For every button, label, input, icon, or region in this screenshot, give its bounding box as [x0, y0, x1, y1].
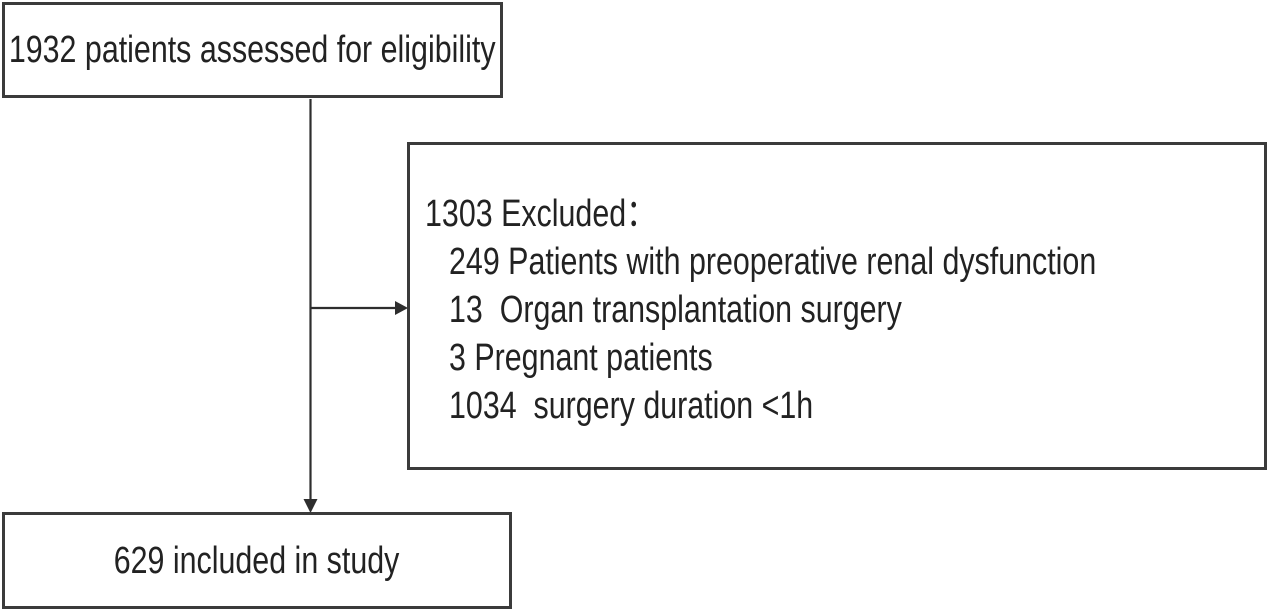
excluded-box: 1303 Excluded： 249 Patients with preoper…: [407, 142, 1267, 470]
included-box: 629 included in study: [2, 512, 512, 609]
excluded-header-text: 1303 Excluded：: [425, 193, 657, 235]
assessed-text: 1932 patients assessed for eligibility: [9, 29, 496, 71]
excluded-item-text: 249 Patients with preoperative renal dys…: [449, 241, 1097, 283]
assessed-box: 1932 patients assessed for eligibility: [2, 2, 503, 98]
down-arrowhead-icon: [303, 499, 318, 513]
excluded-items-list: 249 Patients with preoperative renal dys…: [449, 238, 1256, 430]
excluded-item: 1034 surgery duration <1h: [449, 382, 1256, 430]
excluded-item-text: 3 Pregnant patients: [449, 337, 713, 379]
excluded-item: 249 Patients with preoperative renal dys…: [449, 238, 1256, 286]
included-text: 629 included in study: [114, 539, 400, 582]
excluded-item-text: 1034 surgery duration <1h: [449, 385, 814, 427]
excluded-item: 13 Organ transplantation surgery: [449, 286, 1256, 334]
excluded-header-line: 1303 Excluded：: [425, 190, 1256, 238]
excluded-item-text: 13 Organ transplantation surgery: [449, 289, 902, 331]
excluded-item: 3 Pregnant patients: [449, 334, 1256, 382]
